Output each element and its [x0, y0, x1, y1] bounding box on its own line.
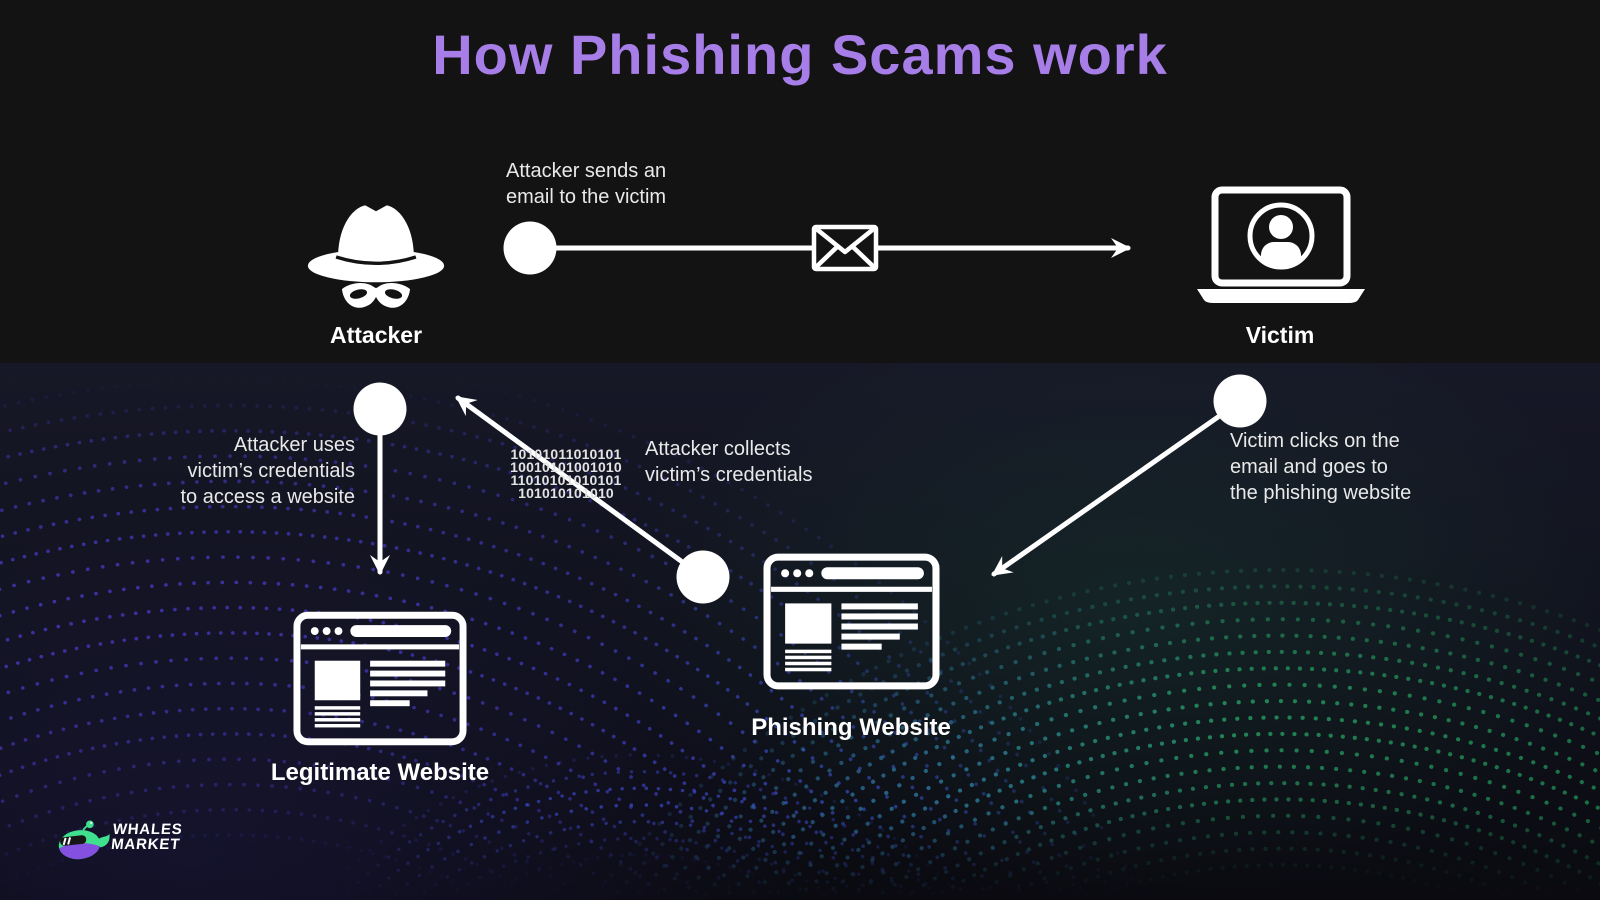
dot-wave-layer: [0, 353, 1600, 900]
send-email-text: Attacker sends an email to the victim: [506, 158, 666, 210]
binary-line: 10101011010101: [510, 446, 622, 462]
victim-clicks-line: email and goes to: [1230, 456, 1388, 478]
phishing-browser-icon: [763, 553, 940, 690]
use-credentials-text: Attacker uses victim’s credentials to ac…: [115, 432, 355, 510]
victim-clicks-line: Victim clicks on the: [1230, 430, 1400, 452]
legitimate-website-label: Legitimate Website: [270, 759, 490, 786]
legitimate-website-node: [293, 611, 467, 746]
purple-dot-arcs: [0, 353, 1147, 900]
send-email-line: email to the victim: [506, 186, 667, 208]
victim-clicks-text: Victim clicks on the email and goes to t…: [1230, 428, 1411, 506]
collect-credentials-line: victim’s credentials: [645, 464, 813, 486]
phishing-website-node: [763, 553, 940, 690]
send-email-line: Attacker sends an: [506, 160, 667, 182]
victim-clicks-line: the phishing website: [1230, 482, 1412, 504]
phishing-website-label: Phishing Website: [751, 714, 951, 741]
attacker-label: Attacker: [329, 322, 423, 348]
whales-market-logo: WHALES MARKET: [56, 812, 276, 872]
green-dot-arcs: [588, 568, 1600, 900]
use-credentials-line: Attacker uses: [233, 434, 355, 456]
binary-code-text: 10101011010101 10010101001010 1101010101…: [498, 446, 634, 501]
whale-icon: [58, 820, 110, 862]
attacker-spy-icon: [307, 205, 445, 308]
binary-line: 101010101010: [518, 485, 614, 501]
collect-credentials-line: Attacker collects: [645, 438, 791, 460]
page-title: How Phishing Scams work: [432, 23, 1168, 86]
binary-line: 10010101001010: [510, 459, 622, 475]
victim-label: Victim: [1245, 322, 1315, 348]
legitimate-browser-icon: [293, 611, 467, 746]
use-credentials-line: to access a website: [180, 486, 355, 508]
use-credentials-line: victim’s credentials: [187, 460, 355, 482]
collect-credentials-text: Attacker collects victim’s credentials: [645, 436, 812, 488]
victim-laptop-icon: [1197, 186, 1365, 303]
binary-line: 11010101010101: [510, 472, 622, 488]
victim-node: [1193, 186, 1369, 308]
brand-line: MARKET: [110, 836, 182, 853]
brand-line: WHALES: [111, 821, 184, 838]
attacker-node: [303, 194, 449, 318]
whales-market-wordmark: WHALES MARKET: [110, 821, 184, 853]
